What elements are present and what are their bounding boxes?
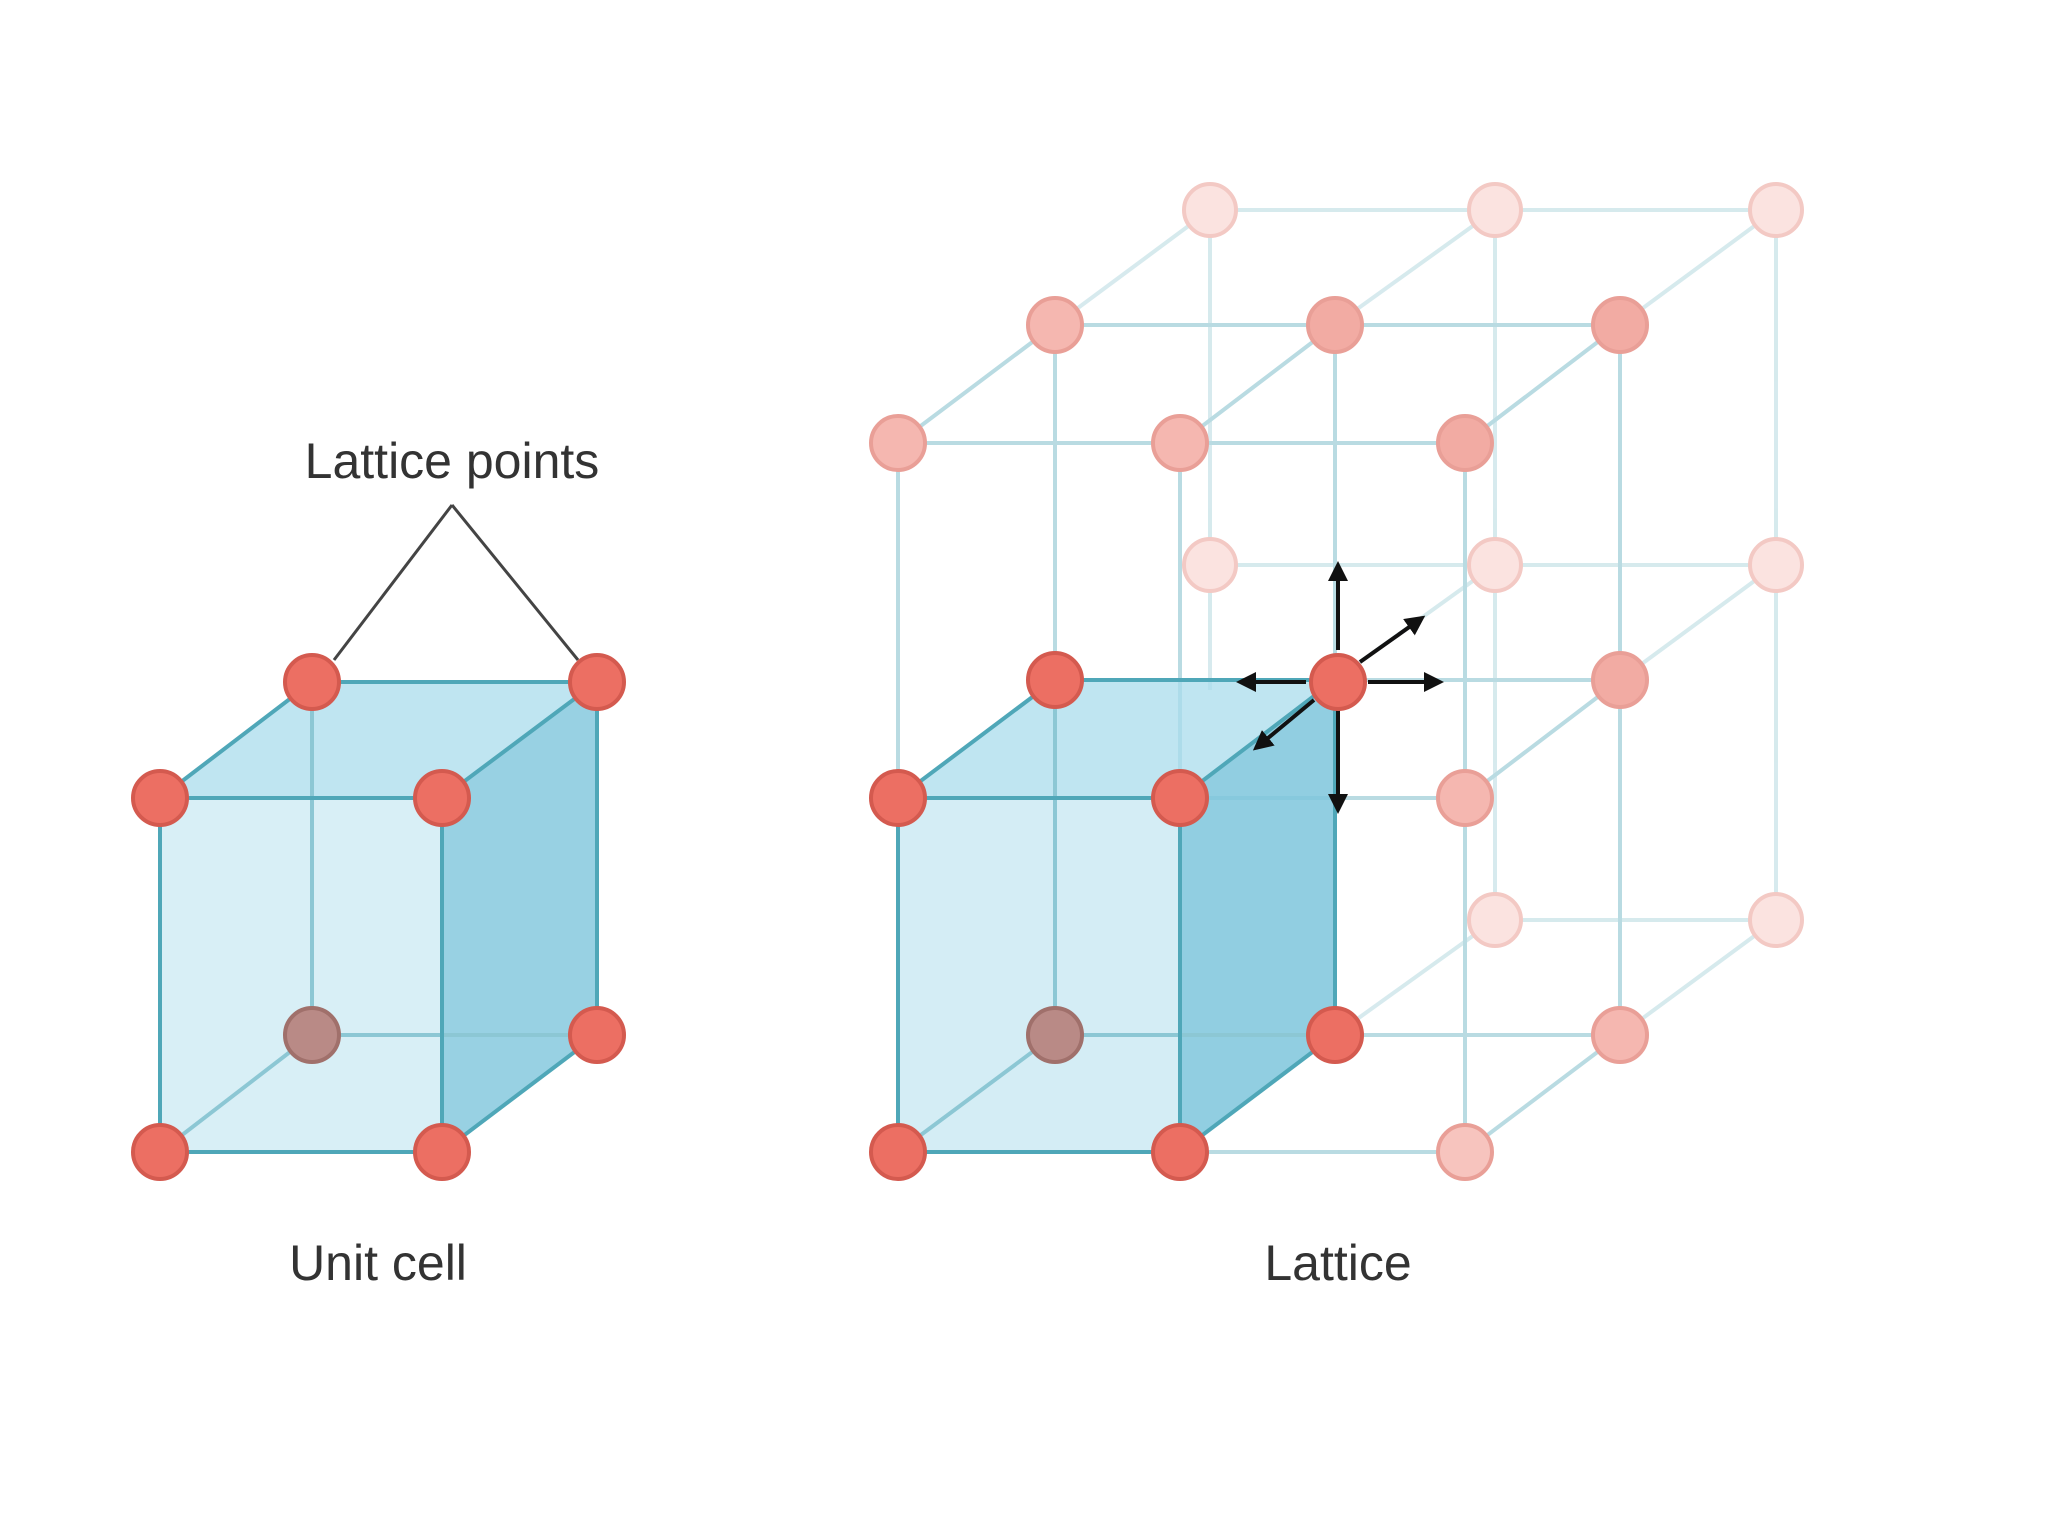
translation-arrows (1236, 561, 1444, 814)
lattice-points-solid (869, 651, 1364, 1181)
lattice-point (1748, 182, 1804, 238)
lattice-point (1436, 1123, 1494, 1181)
unit-cell-top-face (160, 682, 597, 798)
lattice-points-label: Lattice points (305, 433, 600, 489)
origin-lattice-point (1309, 653, 1367, 711)
unit-cell-point (568, 653, 626, 711)
lattice-label: Lattice (1264, 1235, 1411, 1291)
lattice-point (1151, 769, 1209, 827)
lattice-point (1151, 414, 1209, 472)
unit-cell-point-hidden (283, 1006, 341, 1064)
unit-cell-points (131, 653, 626, 1181)
lattice-point (869, 1123, 927, 1181)
unit-cell-point (283, 653, 341, 711)
lattice-point (1306, 296, 1364, 354)
lattice-points-mid (869, 296, 1649, 1181)
unit-cell-point (413, 769, 471, 827)
lattice-point (869, 769, 927, 827)
lattice-unit-cell (896, 678, 1341, 1154)
lattice-point (1306, 1006, 1364, 1064)
lattice-point (1591, 651, 1649, 709)
unit-cell-front-face (160, 798, 442, 1152)
lattice-point (1467, 182, 1523, 238)
arrow-front (1252, 698, 1316, 751)
lattice-point (1026, 651, 1084, 709)
unit-cell-point (568, 1006, 626, 1064)
lattice-point (1436, 414, 1494, 472)
lattice-cell-top-face (898, 680, 1335, 798)
lattice-point (1748, 537, 1804, 593)
lattice-point (1182, 182, 1238, 238)
lattice-point (1151, 1123, 1209, 1181)
lattice-point (1182, 537, 1238, 593)
lattice-point (1591, 296, 1649, 354)
lattice-point (1436, 769, 1494, 827)
lattice-point (1467, 892, 1523, 948)
lattice-point (1026, 296, 1084, 354)
unit-cell (158, 680, 604, 1154)
lattice-cell-front-face (898, 798, 1180, 1152)
unit-cell-point (413, 1123, 471, 1181)
unit-cell-label: Unit cell (289, 1235, 467, 1291)
lattice-point-hidden (1026, 1006, 1084, 1064)
lattice-points-faded (1182, 182, 1804, 948)
unit-cell-point (131, 1123, 189, 1181)
lattice-point (1467, 537, 1523, 593)
lattice-point (869, 414, 927, 472)
arrow-back (1358, 615, 1426, 664)
lattice-point (1748, 892, 1804, 948)
lattice-points-pointer (332, 504, 580, 661)
lattice-point (1591, 1006, 1649, 1064)
unit-cell-point (131, 769, 189, 827)
